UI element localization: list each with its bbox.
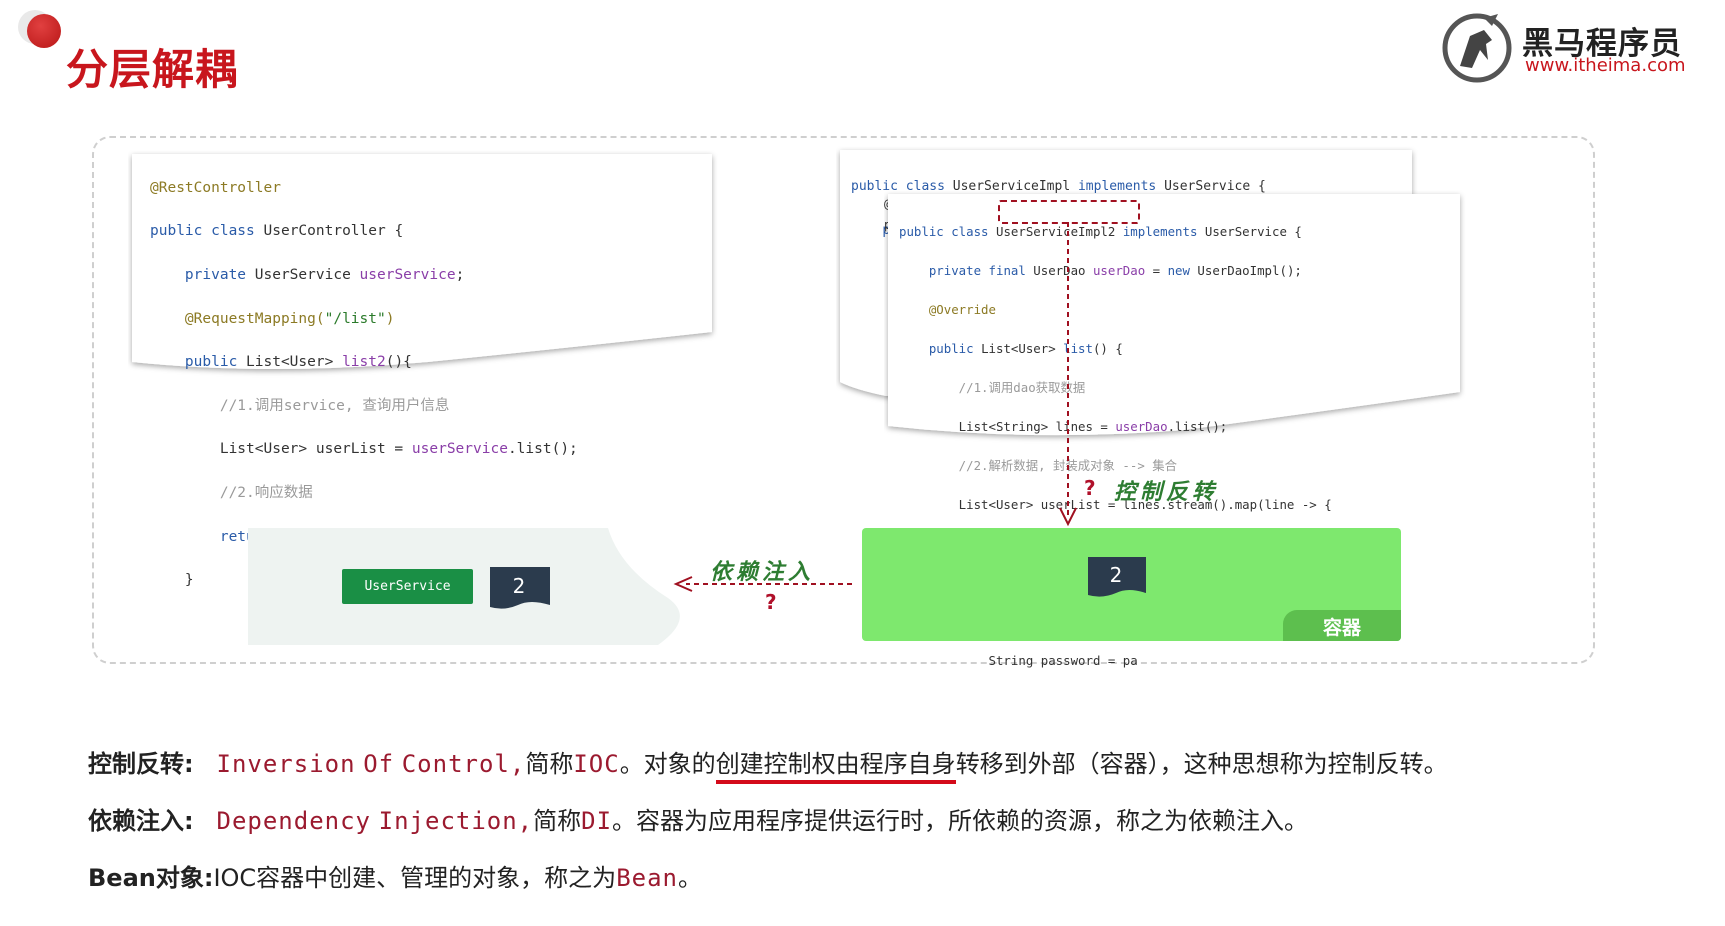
container-label: 容器 (1322, 617, 1361, 639)
code-line: private UserService userService; (184, 266, 465, 283)
code-line: public List<User> list2(){ (184, 354, 412, 371)
code-line: public class UserController { (150, 223, 404, 240)
ioc-en-3: Control, (401, 750, 526, 778)
bean-desc: IOC容器中创建、管理的对象，称之为 (213, 864, 617, 892)
ioc-definition: 控制反转: Inversion Of Control,简称IOC。对象的创建控制… (88, 744, 1448, 784)
itheima-logo-icon (1442, 13, 1512, 83)
container-label-bg (1283, 610, 1401, 641)
logo-name: 黑马程序员 (1522, 26, 1682, 62)
ioc-abbr: IOC (573, 750, 620, 778)
code-line: List<String> lines = userDao.list(); (899, 418, 1228, 434)
userservice-tag: UserService (342, 569, 473, 604)
di-en-2: Injection, (378, 807, 534, 835)
di-abbr-prefix: 简称 (533, 807, 582, 835)
container-bean-number: 2 (1109, 563, 1123, 587)
bean-definition: Bean对象:IOC容器中创建、管理的对象，称之为Bean。 (88, 858, 702, 893)
code-line: //1.调用service, 查询用户信息 (150, 397, 450, 414)
code-line: public class UserServiceImpl2 implements… (899, 223, 1302, 239)
code-line: String password = pa (899, 652, 1138, 668)
ioc-underlined: 创建控制权由程序自身 (715, 750, 956, 784)
code-line: private final UserDao userDao = new User… (928, 262, 1302, 278)
logo-url: www.itheima.com (1525, 55, 1686, 76)
impl1-gutter-1: @ (884, 197, 892, 211)
controller-code: @RestController public class UserControl… (150, 156, 578, 614)
di-question-mark: ? (765, 590, 777, 614)
controller-paper (132, 154, 712, 369)
ioc-mid: 。对象的 (619, 750, 716, 778)
code-line: public List<User> list() { (928, 340, 1123, 356)
impl2-paper (888, 194, 1460, 436)
code-line: } (150, 572, 194, 589)
di-abbr: DI (581, 807, 613, 835)
code-line: List<User> userList = userService.list()… (150, 441, 578, 458)
code-line: @RequestMapping("/list") (184, 310, 395, 327)
ioc-en-1: Inversion (216, 750, 356, 778)
ioc-en-2: Of (363, 750, 395, 778)
di-label: 依赖注入 (710, 560, 815, 585)
left-bean-number: 2 (512, 574, 526, 598)
ioc-label: 控制反转 (1114, 480, 1219, 505)
title-bullet (27, 14, 61, 48)
di-term: 依赖注入: (88, 807, 194, 835)
impl1-gutter-2: p (884, 218, 892, 232)
bean-word: Bean (616, 864, 678, 892)
di-definition: 依赖注入: Dependency Injection,简称DI。容器为应用程序提… (88, 801, 1308, 836)
ioc-question-mark: ? (1084, 476, 1096, 500)
ioc-abbr-prefix: 简称 (525, 750, 574, 778)
container-bean-doc-icon (1088, 557, 1146, 597)
page-title: 分层解耦 (66, 45, 239, 94)
ioc-tail: 转移到外部（容器），这种思想称为控制反转。 (955, 750, 1448, 778)
code-line: //2.响应数据 (150, 484, 313, 501)
ioc-term: 控制反转: (88, 750, 194, 778)
code-line: List<User> userList = lines.stream().map… (899, 496, 1332, 512)
di-en-1: Dependency (216, 807, 371, 835)
code-line: //1.调用dao获取数据 (899, 379, 1086, 395)
bean-end: 。 (677, 864, 702, 892)
bean-term: Bean对象: (88, 864, 214, 892)
diagram-frame (92, 136, 1595, 664)
left-bean-doc-icon (490, 567, 550, 609)
code-line: @RestController (150, 179, 281, 196)
code-line: public class UserServiceImpl implements … (851, 179, 1266, 194)
code-line: @Override (899, 301, 996, 317)
di-tail: 。容器为应用程序提供运行时，所依赖的资源，称之为依赖注入。 (612, 807, 1309, 835)
